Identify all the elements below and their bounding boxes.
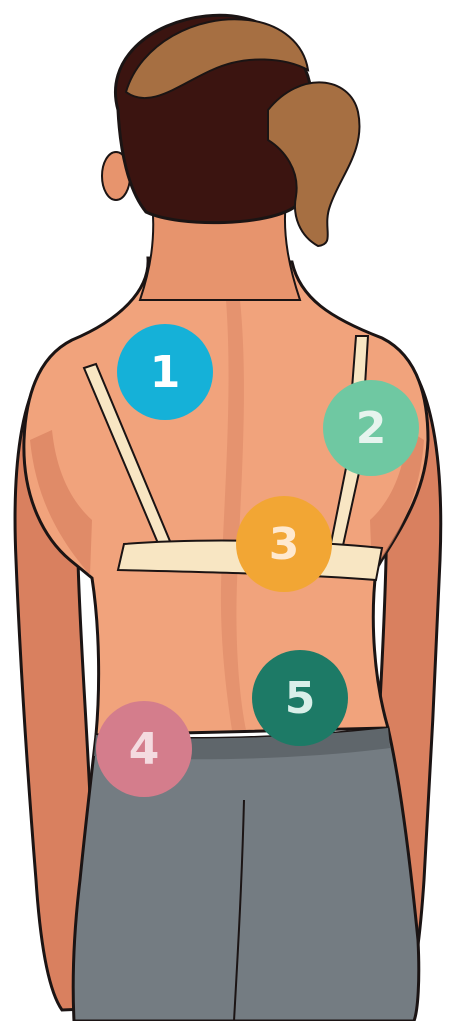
marker-5-label: 5 [285, 673, 316, 724]
marker-4-label: 4 [129, 724, 160, 775]
marker-2: 2 [323, 380, 419, 476]
marker-2-label: 2 [356, 403, 387, 454]
marker-5: 5 [252, 650, 348, 746]
marker-1: 1 [117, 324, 213, 420]
marker-1-label: 1 [150, 347, 181, 398]
marker-3-label: 3 [269, 519, 300, 570]
marker-4: 4 [96, 701, 192, 797]
marker-3: 3 [236, 496, 332, 592]
